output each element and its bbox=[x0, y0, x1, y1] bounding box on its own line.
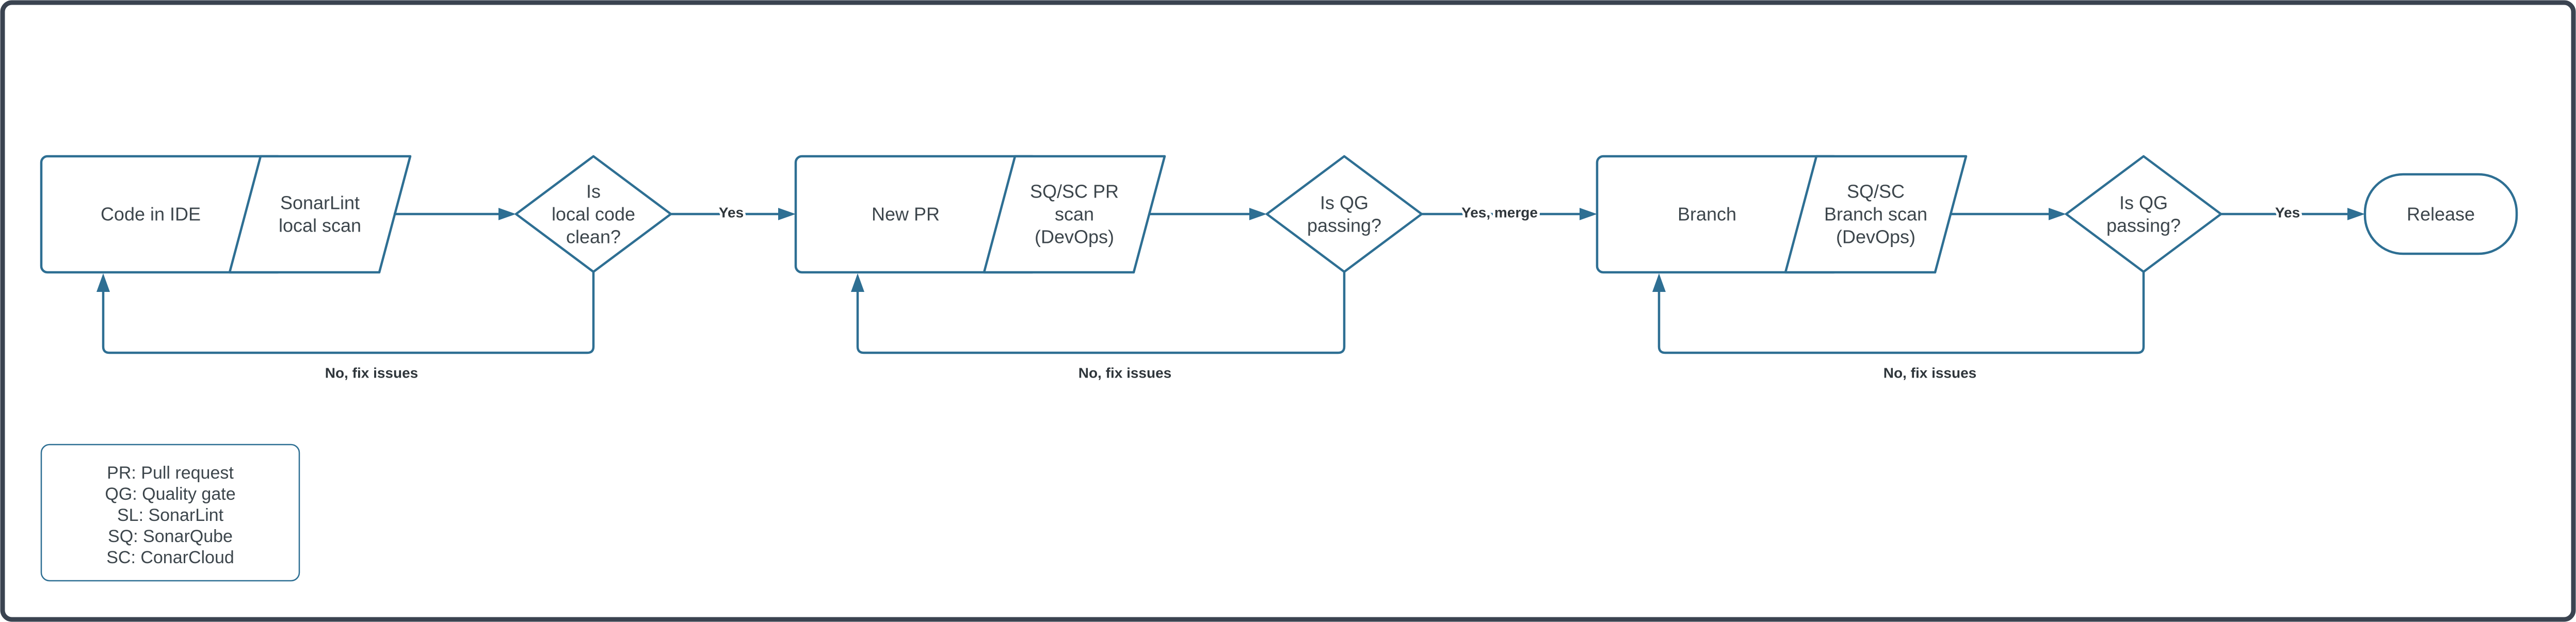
node-sq-sc-branch-scan: Branch SQ/SC Branch scan (DevOps) bbox=[1678, 155, 1968, 274]
parallelogram bbox=[228, 155, 412, 274]
legend: PR: Pull request QG: Quality gate SL: So… bbox=[40, 444, 300, 582]
node-label-line: SQ/SC bbox=[1847, 181, 1905, 202]
arrowhead-icon bbox=[96, 273, 110, 292]
legend-line: SQ: SonarQube bbox=[108, 527, 233, 546]
edge-no-fix-issues-2: No, fix issues bbox=[851, 272, 1346, 384]
legend-line: SC: ConarCloud bbox=[106, 548, 234, 567]
edge-label: Yes bbox=[2275, 205, 2300, 221]
legend-box bbox=[40, 444, 300, 582]
edge-no-fix-issues-3: No, fix issues bbox=[1652, 272, 2145, 384]
node-sq-sc-pr-scan: New PR SQ/SC PR scan (DevOps) bbox=[872, 155, 1166, 274]
node-label-line: Branch scan bbox=[1824, 204, 1927, 225]
node-is-local-code-clean: Is local code clean? bbox=[514, 155, 672, 273]
arrowhead-icon bbox=[498, 208, 516, 220]
decision-diamond bbox=[1265, 155, 1423, 273]
edge-no-fix-issues-1: No, fix issues bbox=[96, 272, 595, 384]
arrowhead-icon bbox=[778, 208, 796, 220]
node-label: Release bbox=[2407, 204, 2475, 225]
node-label-line: SonarLint bbox=[280, 192, 360, 214]
node-release: Release bbox=[2363, 173, 2518, 255]
edge-label: No, fix issues bbox=[325, 365, 418, 381]
edge-line bbox=[102, 272, 595, 354]
arrowhead-icon bbox=[851, 273, 864, 292]
node-label-line: local code bbox=[552, 204, 635, 225]
edge-branch-to-qg-check bbox=[1951, 208, 2066, 220]
edge-line bbox=[1657, 272, 2145, 354]
node-label-line: clean? bbox=[566, 226, 621, 248]
node-label: Code in IDE bbox=[101, 204, 201, 225]
node-label-line: passing? bbox=[2106, 215, 2181, 236]
node-sonarlint-local-scan: Code in IDE SonarLint local scan bbox=[101, 155, 412, 274]
node-label: New PR bbox=[872, 204, 940, 225]
edge-line bbox=[856, 272, 1346, 354]
parallelogram bbox=[983, 155, 1166, 274]
node-label-line: local scan bbox=[279, 215, 361, 236]
node-is-qg-passing-branch: Is QG passing? bbox=[2065, 155, 2223, 273]
arrowhead-icon bbox=[1580, 208, 1597, 220]
node-label-line: SQ/SC PR bbox=[1030, 181, 1119, 202]
edge-label: Yes, merge bbox=[1461, 205, 1538, 221]
edge-label: No, fix issues bbox=[1883, 365, 1977, 381]
edge-label: No, fix issues bbox=[1078, 365, 1172, 381]
parallelogram bbox=[1784, 155, 1968, 274]
terminator-box bbox=[2363, 173, 2518, 255]
node-label-line: (DevOps) bbox=[1035, 226, 1114, 248]
node-label: Branch bbox=[1678, 204, 1736, 225]
arrowhead-icon bbox=[1249, 208, 1267, 220]
edge-yes-merge-to-branch: Yes, merge bbox=[1422, 202, 1597, 223]
edge-label: Yes bbox=[719, 205, 744, 221]
arrowhead-icon bbox=[2347, 208, 2365, 220]
node-is-qg-passing-pr: Is QG passing? bbox=[1265, 155, 1423, 273]
arrowhead-icon bbox=[1652, 273, 1666, 292]
decision-diamond bbox=[2065, 155, 2223, 273]
legend-line: SL: SonarLint bbox=[117, 505, 224, 525]
node-label-line: (DevOps) bbox=[1836, 226, 1915, 248]
node-label-line: passing? bbox=[1307, 215, 1381, 236]
arrowhead-icon bbox=[2049, 208, 2066, 220]
node-label-line: scan bbox=[1055, 204, 1094, 225]
node-label-line: Is QG bbox=[1320, 192, 1369, 214]
node-label-line: Is bbox=[586, 181, 601, 202]
edge-yes-to-new-pr: Yes bbox=[671, 202, 796, 223]
legend-line: PR: Pull request bbox=[107, 463, 234, 483]
edge-pr-to-qg-check bbox=[1149, 208, 1267, 220]
legend-line: QG: Quality gate bbox=[105, 484, 235, 504]
edge-code-to-clean-check bbox=[394, 208, 516, 220]
node-label-line: Is QG bbox=[2119, 192, 2168, 214]
edge-yes-to-release: Yes bbox=[2221, 202, 2365, 223]
